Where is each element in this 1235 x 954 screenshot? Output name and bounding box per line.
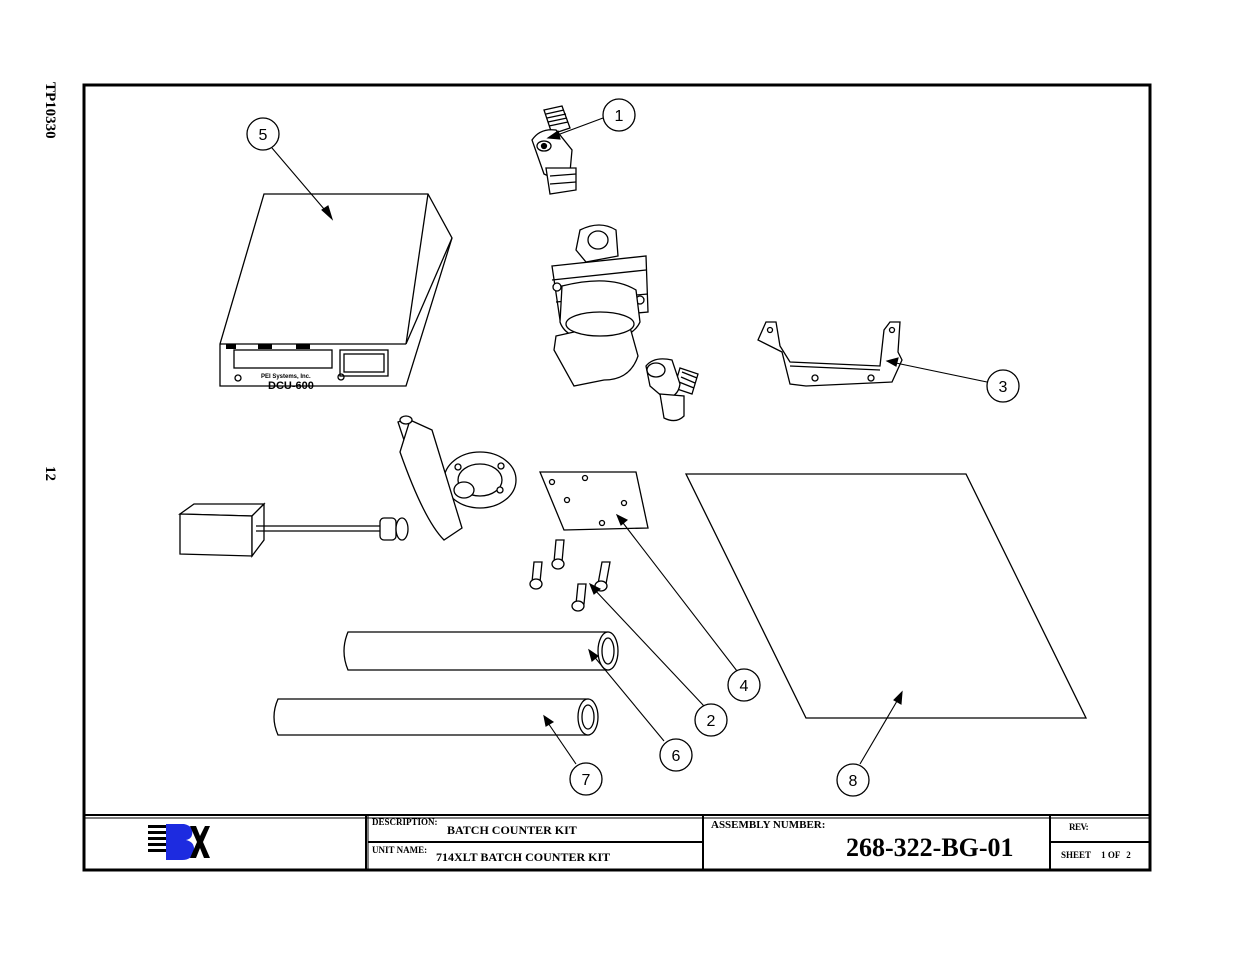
unit-name-value: 714XLT BATCH COUNTER KIT: [436, 850, 611, 864]
callout-label-3: 3: [999, 379, 1008, 396]
callout-circle-2: [694, 703, 728, 737]
pulser-arm-assembly: [397, 415, 517, 541]
callout-circle-3: [986, 369, 1020, 403]
sheet-of: OF: [1107, 850, 1121, 860]
callout-label-2: 2: [707, 713, 716, 730]
description-label: DESCRIPTION:: [372, 817, 438, 827]
callout-circle-5: [246, 117, 280, 151]
item-5-control-unit: [219, 193, 453, 387]
callout-circle-4: [727, 668, 761, 702]
callout-label-1: 1: [615, 108, 624, 125]
item-7-tube: [273, 698, 599, 736]
drawing-frame: [82, 83, 1152, 872]
callout-circle-6: [659, 738, 693, 772]
item-2-screws: [529, 539, 611, 612]
sheet-total: 2: [1126, 850, 1131, 860]
meter-elbow-fitting: [645, 358, 699, 422]
item-3-bracket: [757, 321, 903, 387]
unit-name-label: UNIT NAME:: [372, 845, 428, 855]
item-4-mounting-plate: [539, 471, 649, 531]
control-unit-model: DCU-600: [268, 380, 314, 392]
sheet-label: SHEET: [1061, 850, 1091, 860]
sensor-cable-assembly: [178, 502, 409, 558]
callout-label-6: 6: [672, 748, 681, 765]
item-8-sheet: [684, 473, 1088, 719]
callout-circle-8: [836, 763, 870, 797]
description-value: BATCH COUNTER KIT: [447, 823, 577, 837]
callout-label-8: 8: [849, 773, 858, 790]
callout-label-4: 4: [740, 678, 749, 695]
callout-circle-7: [569, 762, 603, 796]
control-unit-maker: PEI Systems, Inc.: [261, 374, 311, 380]
meter-pulser-assembly: [551, 224, 649, 387]
item-1-elbow-fitting: [531, 105, 577, 195]
revision-label: REV:: [1069, 822, 1089, 832]
assembly-number-label: ASSEMBLY NUMBER:: [711, 819, 826, 831]
sheet-current: 1: [1101, 850, 1106, 860]
sheet-indicator: SHEET 1 OF 2: [1061, 850, 1131, 860]
callout-label-5: 5: [259, 127, 268, 144]
company-logo: [148, 824, 210, 860]
callout-label-7: 7: [582, 772, 591, 789]
callout-circle-1: [602, 98, 636, 132]
item-6-tube: [343, 631, 619, 671]
assembly-number-value: 268-322-BG-01: [846, 833, 1014, 862]
